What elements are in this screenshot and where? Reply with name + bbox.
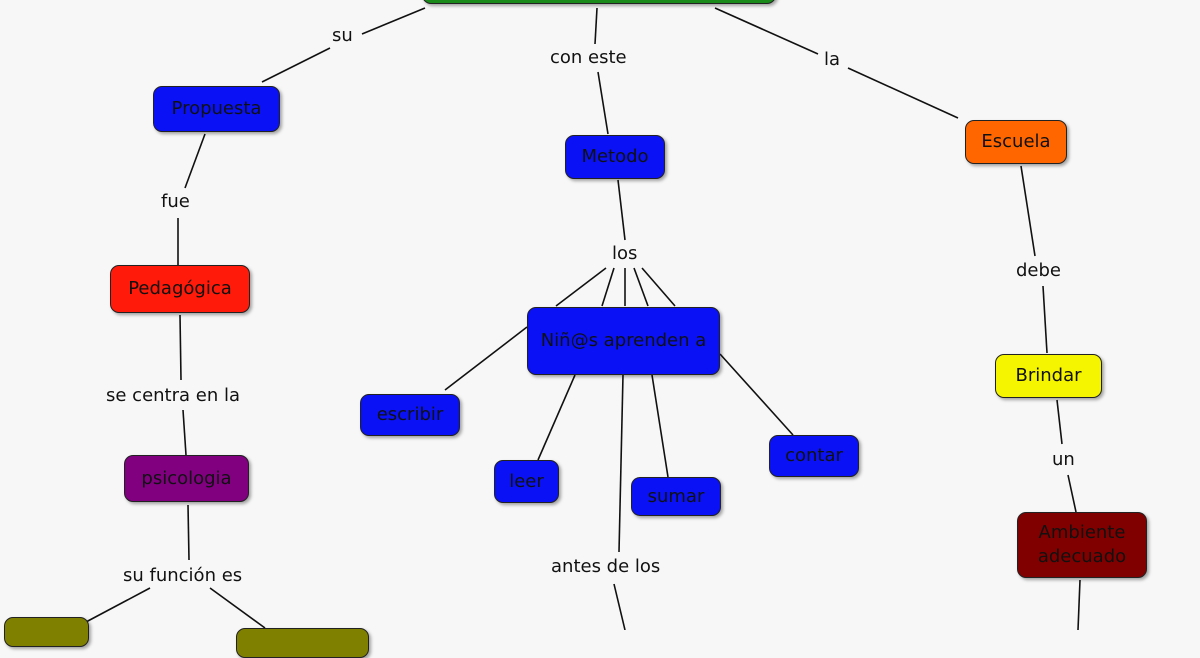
connector-propuesta-fue <box>184 133 206 189</box>
node-sumar[interactable]: sumar <box>631 477 721 516</box>
connector-ambiente-down <box>1077 579 1081 630</box>
connector-ninos-leer <box>537 374 576 461</box>
connector-ninos-sumar <box>651 374 669 478</box>
connector-con-este-metodo <box>597 71 609 135</box>
node-olive-left[interactable] <box>4 617 89 647</box>
connector-su-funcion-olive-right <box>209 587 266 629</box>
connector-se-centra-psicologia <box>182 409 187 456</box>
connector-root-la <box>714 7 819 55</box>
node-ambiente-adecuado[interactable]: Ambiente adecuado <box>1017 512 1147 578</box>
link-un: un <box>1048 449 1079 470</box>
connector-debe-brindar <box>1042 285 1048 354</box>
node-ninos-aprenden[interactable]: Niñ@s aprenden a <box>527 307 720 375</box>
connector-pedagogica-se-centra <box>179 314 182 381</box>
link-su-funcion: su función es <box>119 565 247 586</box>
link-los: los <box>608 243 642 264</box>
node-olive-right[interactable] <box>236 628 369 658</box>
node-metodo[interactable]: Metodo <box>565 135 665 179</box>
node-escribir[interactable]: escribir <box>360 394 460 436</box>
connector-los-ninos-5 <box>641 267 676 307</box>
connector-los-ninos-4 <box>633 267 649 307</box>
node-psicologia[interactable]: psicologia <box>124 455 249 502</box>
connector-la-escuela <box>847 67 959 119</box>
root-node[interactable] <box>422 0 776 4</box>
connector-su-funcion-olive-left <box>85 587 151 623</box>
connector-metodo-los <box>617 179 626 241</box>
node-escuela[interactable]: Escuela <box>965 120 1067 164</box>
concept-map-connectors <box>85 7 1081 630</box>
connector-ninos-escribir <box>444 326 528 391</box>
node-propuesta[interactable]: Propuesta <box>153 86 280 132</box>
node-pedagogica[interactable]: Pedagógica <box>110 265 250 313</box>
connector-antes-down <box>613 583 626 630</box>
link-debe: debe <box>1012 260 1065 281</box>
connector-root-con-este <box>594 7 598 45</box>
link-fue: fue <box>157 191 194 212</box>
link-la: la <box>820 49 845 70</box>
node-brindar[interactable]: Brindar <box>995 354 1102 398</box>
connector-un-ambiente <box>1067 474 1077 513</box>
link-se-centra: se centra en la <box>102 385 244 406</box>
link-su: su <box>328 25 357 46</box>
connector-ninos-contar <box>719 353 794 436</box>
connector-root-su <box>361 7 426 35</box>
link-antes-de-los: antes de los <box>547 556 665 577</box>
connector-su-propuesta <box>261 47 331 83</box>
connector-escuela-debe <box>1020 165 1036 257</box>
link-con-este: con este <box>546 47 631 68</box>
node-leer[interactable]: leer <box>494 460 559 503</box>
node-contar[interactable]: contar <box>769 435 859 477</box>
connector-ninos-antes <box>618 374 624 553</box>
connector-los-ninos-1 <box>555 267 607 307</box>
connector-brindar-un <box>1056 399 1063 445</box>
connector-psicologia-su-funcion <box>187 504 190 561</box>
connector-los-ninos-2 <box>601 267 615 307</box>
